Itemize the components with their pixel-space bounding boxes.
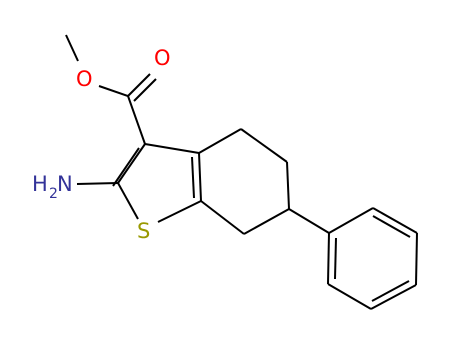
bond-phenyl-1 (328, 207, 374, 234)
bond-c2-nitrogen (76, 182, 119, 185)
bond-phenyl-6-inner (334, 237, 337, 280)
bond-phenyl-3 (415, 232, 418, 286)
ester-oxygen-label: O (76, 67, 93, 91)
bond-c3a-c3 (144, 143, 200, 154)
bond-ester-oxygen-carbonyl (98, 85, 129, 97)
bond-carbonyl-double-b (133, 78, 157, 102)
bond-c7a-c3a (198, 152, 202, 202)
bond-c3a-c4 (198, 128, 242, 154)
amine-hydrogen-count: 2 (49, 186, 58, 202)
bond-c3-c2-inner (112, 147, 140, 187)
bond-phenyl-6 (327, 232, 330, 285)
bond-methyl-ester-oxygen (65, 34, 79, 62)
sulfur-label: S (137, 219, 150, 243)
amine-hydrogen-label: H (32, 172, 48, 196)
bond-c2-s (117, 182, 139, 220)
bond-phenyl-4 (370, 284, 417, 310)
bond-phenyl-2-inner (372, 215, 411, 238)
bond-c3-c2 (117, 143, 146, 184)
bond-phenyl-5 (327, 283, 372, 310)
bond-phenyl-4-inner (371, 280, 410, 302)
bond-c7-c7a (200, 200, 245, 235)
bond-c6-phenyl (288, 208, 330, 234)
bond-c6-c7 (243, 208, 290, 235)
bond-c4-c5 (240, 128, 288, 163)
bond-c5-c6 (286, 161, 290, 210)
bond-carbonyl-double-a (127, 73, 151, 97)
amine-nitrogen-label: N (57, 172, 73, 196)
bond-carbonyl-ring (127, 95, 146, 145)
bond-phenyl-2 (372, 207, 418, 234)
carbonyl-oxygen-label: O (154, 46, 171, 70)
bond-c7a-c3a-inner (191, 156, 195, 199)
bond-s-c7a (157, 200, 202, 223)
